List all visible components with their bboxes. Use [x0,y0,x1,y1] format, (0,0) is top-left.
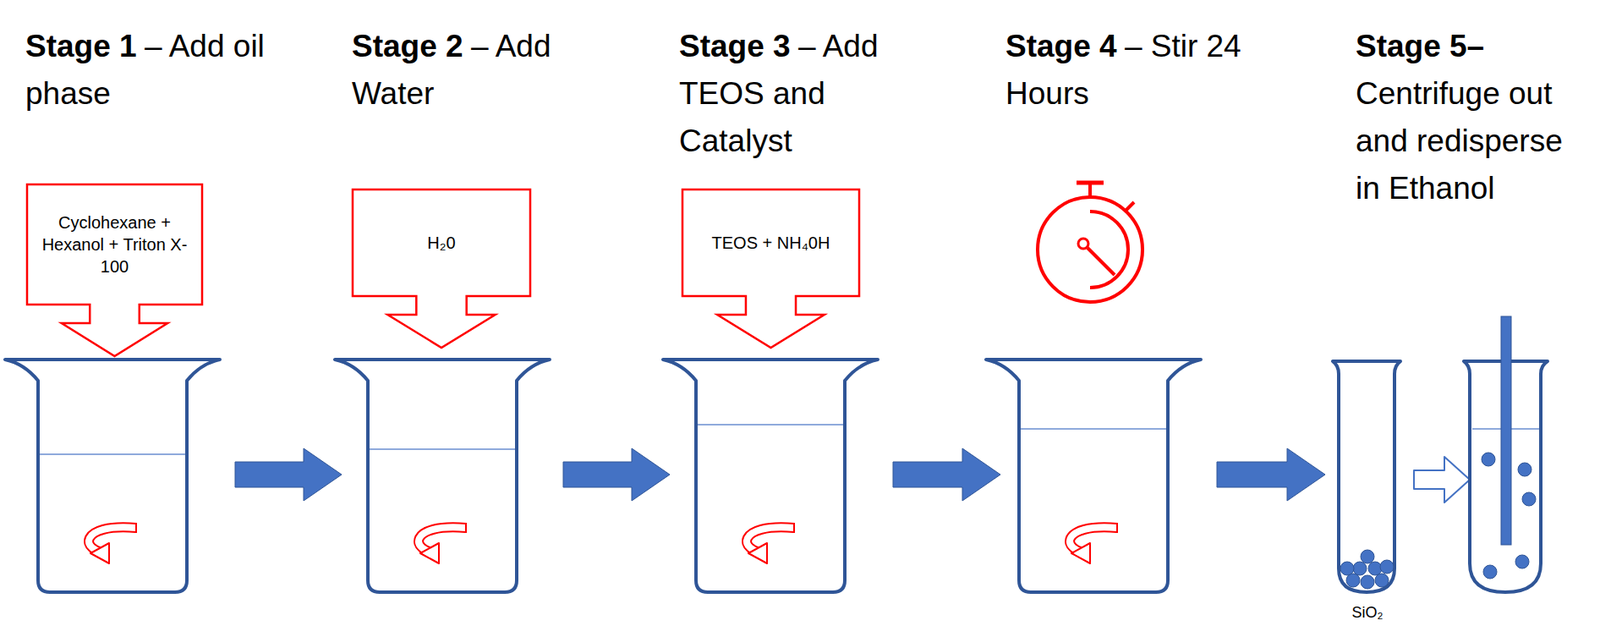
stir-arrow-tail [135,522,137,533]
silica-particle [1346,573,1360,587]
dispersed-particle [1522,492,1536,506]
silica-particle [1368,561,1382,576]
reagent-text: TEOS + NH₄0H [681,231,861,254]
reagent-text: Cyclohexane + Hexanol + Triton X-100 [26,211,203,278]
stage-number: Stage 4 [1005,28,1118,64]
process-arrow [235,448,342,501]
silica-particle [1353,561,1367,576]
reagent-callout: H₂0 [351,188,532,349]
silica-particle [1340,561,1354,576]
stopwatch [1037,182,1143,302]
callout-outline [351,188,532,349]
silica-particle [1380,559,1394,574]
beaker [5,359,220,592]
stir-arrow-head [1071,542,1091,564]
process-arrow [1216,448,1326,501]
stage-number: Stage 1 [25,28,137,64]
stage-number: Stage 2 [351,28,464,64]
process-arrow [563,448,670,501]
stage-heading: Stage 3– Add TEOS and Catalyst [679,22,921,165]
stir-arrow-head [748,542,768,564]
callout-outline [681,188,861,349]
liquid-level [697,423,844,426]
silica-particle [1360,575,1375,589]
stage-number: Stage 3 [679,28,791,64]
reagent-text: H₂0 [351,231,532,254]
stir-arrow-head [90,542,110,564]
dispersed-particle [1517,462,1532,477]
liquid-level [39,453,186,455]
beaker [334,359,550,592]
silica-particle [1360,549,1375,564]
stage-heading: Stage 4– Stir 24 Hours [1005,22,1264,118]
beaker [663,359,878,592]
dispersed-particle [1481,452,1496,466]
test-tube [1332,361,1401,592]
stage-heading: Stage 1– Add oil phase [25,22,267,118]
stirring-rod [1501,316,1512,545]
product-label: SiO₂ [1352,603,1384,622]
liquid-level [1020,427,1167,430]
silica-particle [1375,573,1389,587]
hollow-arrow [1413,456,1470,503]
stir-arrow-tail [1116,522,1118,533]
stir-arrow-tail [793,522,795,533]
liquid-level [369,448,516,450]
stage-heading: Stage 2– Add Water [351,22,606,118]
stir-arrow-tail [465,522,467,533]
stir-arrow-head [420,542,439,564]
stage-description: Centrifuge out and redisperse in Ethanol [1355,70,1584,213]
dispersed-particle [1483,564,1497,579]
callout-shape [27,184,203,357]
dispersed-particle [1515,554,1529,569]
stage-heading: Stage 5– Centrifuge out and redisperse in… [1355,22,1584,213]
reagent-callout: Cyclohexane + Hexanol + Triton X-100 [26,183,203,357]
callout-shape [352,189,531,348]
stage-number: Stage 5– [1355,28,1485,64]
process-arrow [893,448,1001,501]
callout-shape [682,189,860,348]
reagent-callout: TEOS + NH₄0H [681,188,861,349]
beaker [986,359,1201,592]
